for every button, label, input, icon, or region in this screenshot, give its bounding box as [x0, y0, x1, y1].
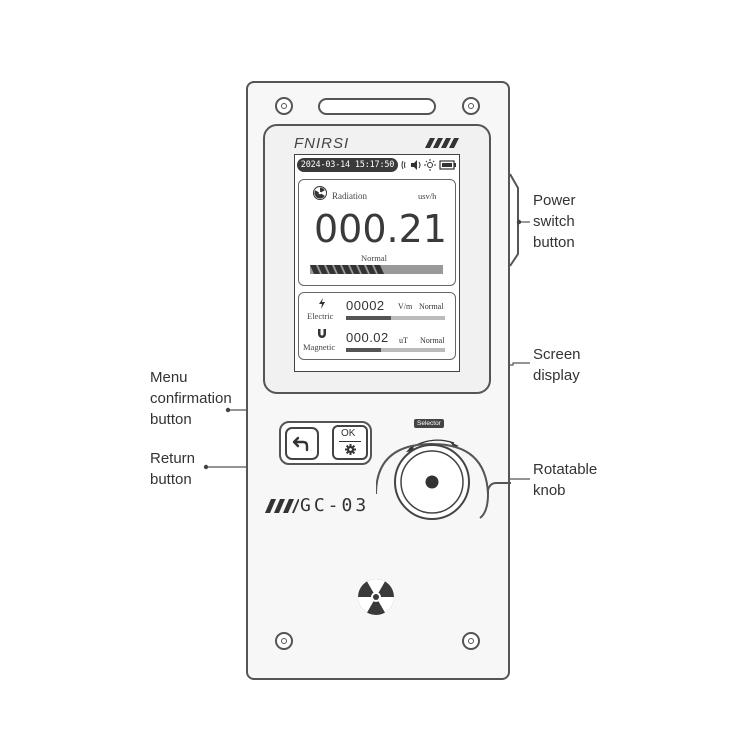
magnetic-status: Normal [420, 336, 445, 345]
gear-icon [345, 444, 356, 455]
brand-stripes-icon [425, 138, 459, 148]
electric-value: 00002 [346, 298, 385, 313]
screw-bottom-left [275, 632, 293, 650]
magnetic-bar-fill [346, 348, 381, 352]
radiation-value: 000.21 [314, 207, 447, 251]
magnet-icon [318, 329, 326, 338]
electric-status: Normal [419, 302, 444, 311]
radiation-unit: usv/h [418, 191, 437, 201]
screw-top-right [462, 97, 480, 115]
magnetic-bar [346, 348, 445, 352]
field-panel [298, 292, 456, 360]
selector-label: Selector [414, 419, 444, 428]
radiation-icon [313, 186, 327, 200]
return-arrow-icon [292, 436, 309, 452]
speaker-slot [318, 98, 436, 115]
return-button[interactable] [285, 427, 319, 460]
callout-return-button: Return button [150, 450, 196, 488]
callout-power-switch: Power switch button [533, 192, 576, 251]
screw-bottom-right [462, 632, 480, 650]
radiation-level-bar [310, 265, 443, 274]
model-label: GC-03 [300, 495, 370, 516]
electric-label: Electric [307, 311, 334, 321]
magnetic-value: 000.02 [346, 330, 389, 345]
light-icon [424, 159, 436, 171]
electric-bar-fill [346, 316, 391, 320]
electric-bar [346, 316, 445, 320]
screw-top-left [275, 97, 293, 115]
status-datetime: 2024-03-14 15:17:50 [297, 158, 398, 172]
radiation-status: Normal [361, 253, 387, 263]
callout-menu-button: Menu confirmation button [150, 369, 232, 428]
signal-icon [401, 160, 406, 170]
ok-divider [339, 441, 361, 442]
callout-screen-display: Screen display [533, 346, 581, 384]
radiation-label: Radiation [332, 191, 367, 201]
status-icons [401, 159, 456, 171]
lightning-icon [319, 298, 325, 309]
model-stripes-icon [265, 499, 299, 513]
brand-logo: FNIRSI [294, 135, 350, 152]
electric-unit: V/m [398, 302, 413, 311]
radiation-panel [298, 179, 456, 286]
rotatable-knob[interactable] [376, 428, 511, 538]
radiation-icon [358, 578, 394, 615]
ok-label: OK [341, 428, 356, 439]
magnetic-label: Magnetic [303, 342, 336, 352]
callout-rotatable-knob: Rotatable knob [533, 461, 598, 499]
battery-icon [439, 160, 456, 170]
speaker-icon [411, 160, 421, 170]
magnetic-unit: uT [399, 336, 408, 345]
